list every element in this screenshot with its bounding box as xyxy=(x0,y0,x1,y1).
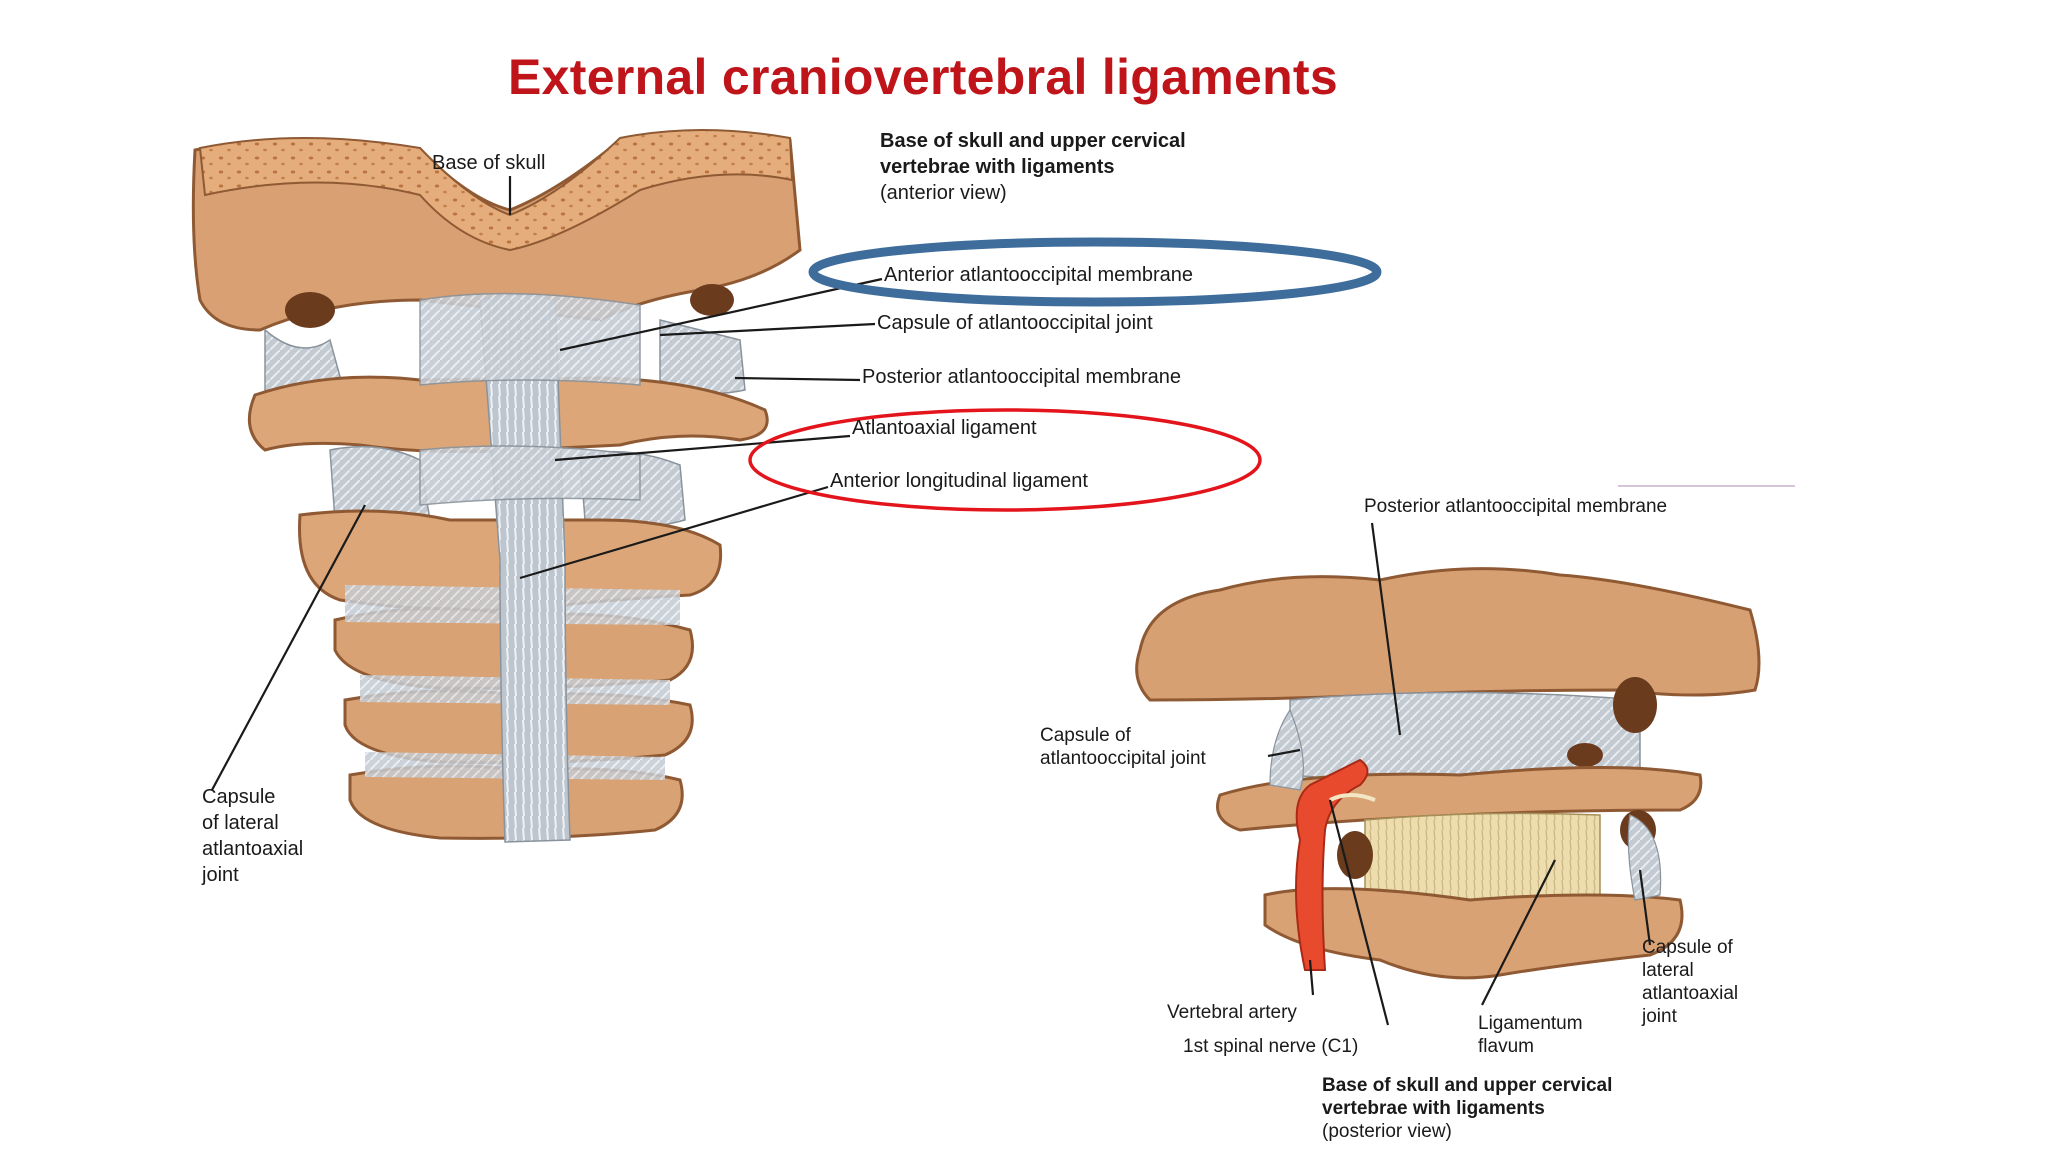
red-highlight-ellipse xyxy=(748,408,1262,512)
label-posterior-atlantooccipital-membrane-posterior: Posterior atlantooccipital membrane xyxy=(1364,496,1668,517)
anterior-caption-line-1: Base of skull and upper cervical xyxy=(880,130,1186,152)
label-capsule-lateral-atlantoaxial-posterior: Capsule of lateral atlantoaxial joint xyxy=(1642,936,1738,1028)
capsule-lat-post-line-1: Capsule of xyxy=(1642,937,1733,958)
anterior-view-caption: Base of skull and upper cervical vertebr… xyxy=(880,128,1186,206)
ligamentum-flavum-line-1: Ligamentum xyxy=(1478,1013,1583,1034)
label-capsule-atlantooccipital-posterior: Capsule of atlantooccipital joint xyxy=(1040,724,1206,770)
anterior-atlantooccipital-membrane-sheet xyxy=(419,292,641,386)
vertebral-artery-vessel xyxy=(1295,758,1369,971)
blue-highlight-ellipse xyxy=(808,237,1382,307)
label-base-of-skull: Base of skull xyxy=(432,152,546,174)
label-capsule-lateral-atlantoaxial-joint: Capsule of lateral atlantoaxial joint xyxy=(202,784,303,888)
capsule-ao-post-line-2: atlantooccipital joint xyxy=(1040,748,1206,769)
label-anterior-longitudinal-ligament: Anterior longitudinal ligament xyxy=(830,470,1088,492)
capsule-atlantooccipital-posterior xyxy=(1269,708,1304,791)
capsule-ao-post-line-1: Capsule of xyxy=(1040,725,1131,746)
anterior-view-illustration xyxy=(191,129,883,843)
label-capsule-atlantooccipital-joint: Capsule of atlantooccipital joint xyxy=(877,312,1153,334)
capsule-lateral-atlantoaxial-posterior xyxy=(1627,814,1662,901)
label-ligamentum-flavum: Ligamentum flavum xyxy=(1478,1012,1583,1058)
capsule-lateral-line-4: joint xyxy=(202,864,239,886)
anterior-caption-line-2: vertebrae with ligaments xyxy=(880,156,1115,178)
posterior-view-illustration xyxy=(1135,522,1761,1026)
anterior-leader-lines xyxy=(211,176,883,791)
axis-posterior-bone xyxy=(1263,887,1684,980)
posterior-caption-line-3: (posterior view) xyxy=(1322,1121,1452,1142)
capsule-lateral-line-1: Capsule xyxy=(202,786,276,808)
capsule-lat-post-line-2: lateral xyxy=(1642,960,1694,981)
skull-spongy-top xyxy=(198,129,794,252)
capsule-lateral-line-2: of lateral xyxy=(202,812,279,834)
capsule-lat-post-line-3: atlantoaxial xyxy=(1642,983,1739,1004)
label-first-spinal-nerve: 1st spinal nerve (C1) xyxy=(1183,1036,1359,1057)
posterior-caption-line-2: vertebrae with ligaments xyxy=(1322,1098,1545,1119)
label-vertebral-artery: Vertebral artery xyxy=(1167,1002,1297,1023)
first-spinal-nerve-strand xyxy=(1329,793,1376,802)
capsule-lat-post-line-4: joint xyxy=(1642,1006,1677,1027)
label-posterior-atlantooccipital-membrane: Posterior atlantooccipital membrane xyxy=(862,366,1182,388)
label-anterior-atlantooccipital-membrane: Anterior atlantooccipital membrane xyxy=(884,264,1194,286)
occipital-bone xyxy=(1135,567,1761,702)
anterior-caption-line-3: (anterior view) xyxy=(880,182,1007,204)
atlantoaxial-ligament-sheet xyxy=(419,445,641,506)
slide-title: External craniovertebral ligaments xyxy=(508,49,1338,105)
capsule-lateral-line-3: atlantoaxial xyxy=(202,838,304,860)
ligamentum-flavum-line-2: flavum xyxy=(1478,1036,1534,1057)
posterior-view-caption: Base of skull and upper cervical vertebr… xyxy=(1322,1074,1612,1143)
posterior-caption-line-1: Base of skull and upper cervical xyxy=(1322,1075,1613,1096)
posterior-leader-lines xyxy=(1267,522,1652,1026)
label-atlantoaxial-ligament: Atlantoaxial ligament xyxy=(852,417,1037,439)
